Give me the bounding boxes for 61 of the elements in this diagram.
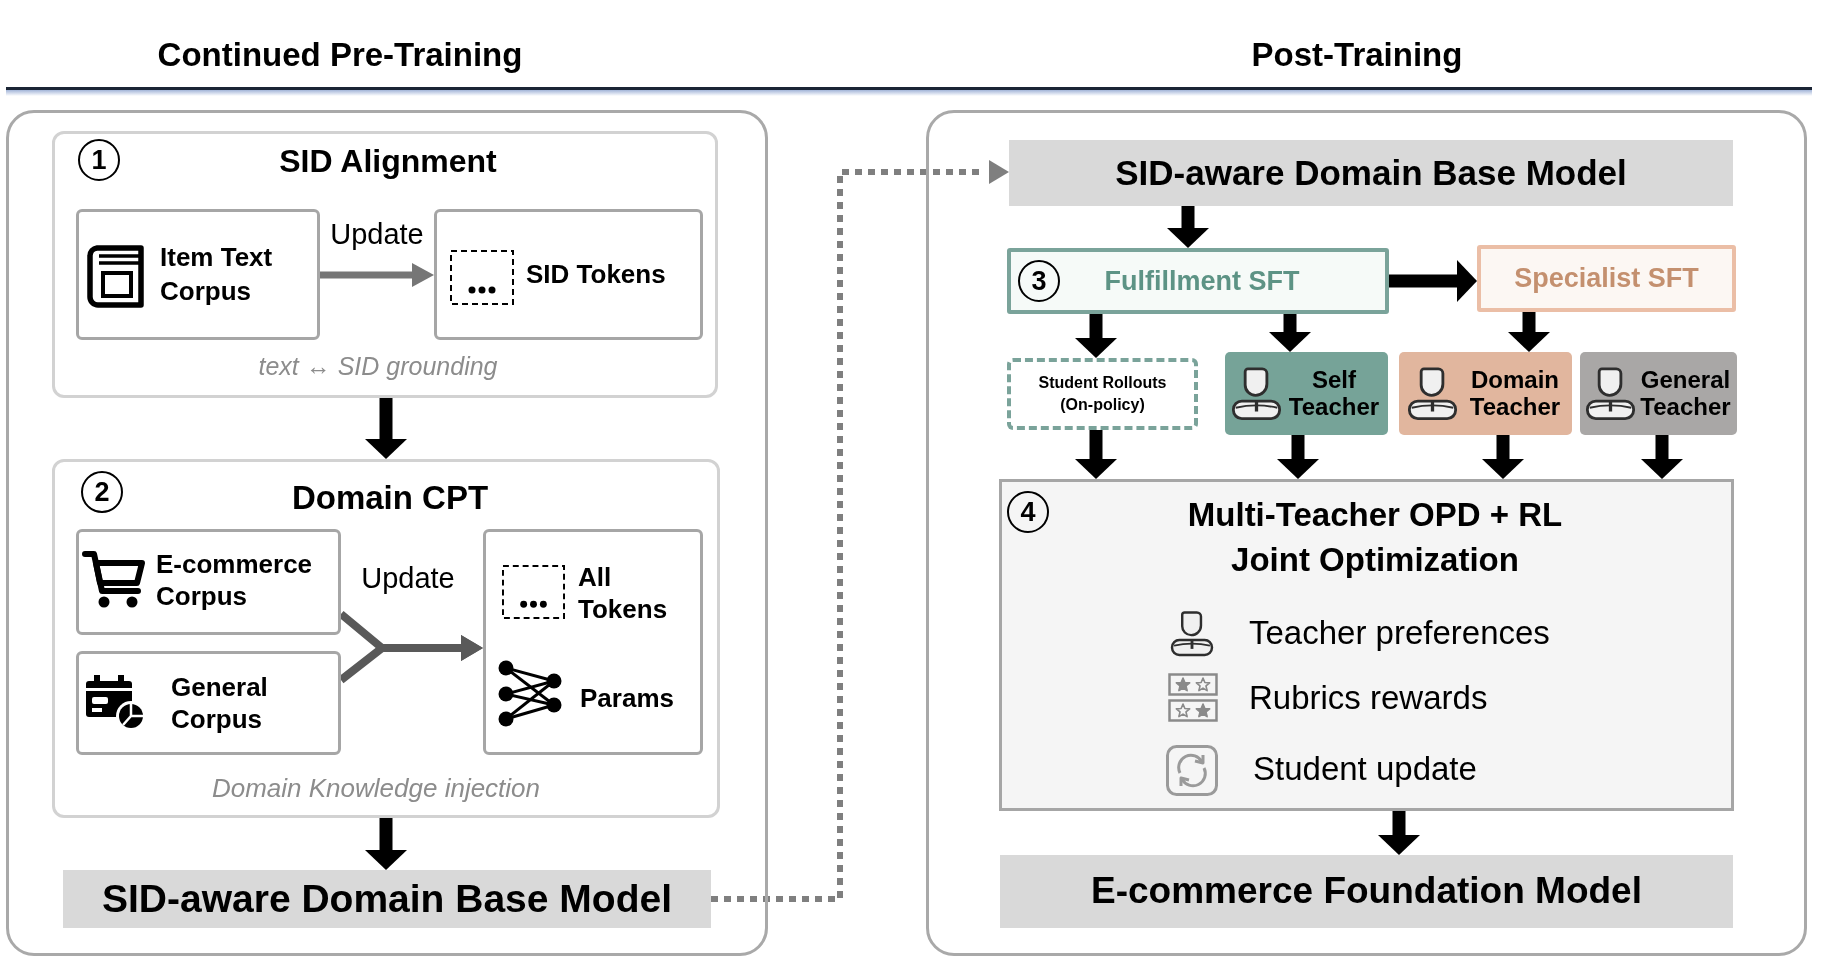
group-title: SID Alignment [278, 141, 498, 181]
arrow [365, 818, 407, 870]
panel-title: Multi-Teacher OPD + RL Joint Optimization [1186, 495, 1564, 580]
teacher-name: General Teacher [1639, 365, 1732, 422]
teacher-name: Self Teacher [1287, 365, 1381, 422]
step-number: 2 [81, 471, 123, 513]
box-label: General Corpus [171, 670, 269, 736]
item-label: Teacher preferences [1249, 613, 1551, 654]
box-label: All Tokens [578, 560, 669, 626]
box-label: Params [580, 682, 675, 716]
teacher-name: Domain Teacher [1468, 365, 1562, 422]
process-box [483, 529, 703, 755]
arrow [1641, 435, 1683, 479]
teacher-card [1399, 352, 1572, 435]
model-bar [1009, 140, 1733, 206]
stage-group [52, 459, 720, 818]
process-box [434, 209, 703, 340]
stage-group [52, 131, 718, 398]
group-title: Domain CPT [290, 478, 490, 519]
optimization-panel [999, 479, 1734, 811]
arrow [1167, 206, 1209, 248]
step-number: 3 [1018, 260, 1060, 302]
step-number: 4 [1007, 491, 1049, 533]
arrow [1389, 260, 1477, 302]
caption-note: Domain Knowledge injection [210, 772, 542, 806]
model-name: SID-aware Domain Base Model [1114, 152, 1628, 194]
stage-box [1007, 248, 1389, 314]
stage-title: Fulfillment SFT [1103, 264, 1301, 298]
arrow [1378, 811, 1420, 855]
box-label: Student Rollouts (On-policy) [1037, 373, 1168, 415]
item-label: Rubrics rewards [1249, 678, 1489, 719]
model-name: E-commerce Foundation Model [1090, 869, 1643, 914]
model-name: SID-aware Domain Base Model [101, 875, 673, 922]
arrow [1075, 314, 1117, 358]
arrow [1508, 312, 1550, 352]
section-heading: Continued Pre-Training [156, 35, 524, 76]
item-label: Student update [1253, 749, 1478, 790]
step-number: 1 [78, 139, 120, 181]
teacher-card [1580, 352, 1737, 435]
process-box [76, 529, 341, 635]
stage-title: Specialist SFT [1513, 262, 1700, 296]
process-box [76, 651, 341, 755]
box-label: E-commerce Corpus [156, 547, 314, 613]
box-label: Item Text Corpus [160, 241, 274, 308]
dashed-box [1007, 358, 1198, 430]
dotted-arrow [711, 160, 1009, 902]
arrow [365, 398, 407, 459]
box-label: SID Tokens [526, 258, 667, 292]
teacher-card [1225, 352, 1388, 435]
arrow [1075, 430, 1117, 479]
stage-box [1477, 245, 1736, 312]
arrow [1482, 435, 1524, 479]
arrow [338, 635, 483, 684]
caption-note: text ↔ SID grounding [257, 351, 499, 382]
arrow [1269, 314, 1311, 352]
model-bar [1000, 855, 1733, 928]
arrow [1277, 435, 1319, 479]
section-heading: Post-Training [1250, 35, 1464, 76]
process-box [76, 209, 320, 340]
model-bar [63, 870, 711, 928]
arrow [320, 263, 434, 287]
